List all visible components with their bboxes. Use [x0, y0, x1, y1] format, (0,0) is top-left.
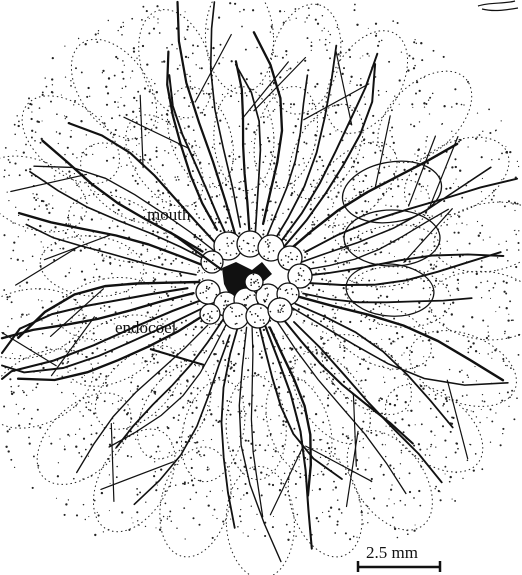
tentacle-outline: [0, 333, 106, 444]
septum-branch: [16, 246, 80, 285]
septum-branch: [429, 137, 458, 209]
septum-branch: [447, 380, 467, 459]
septum-branch: [375, 116, 390, 187]
septum-line: [251, 321, 262, 517]
tentacle-outline: [77, 415, 192, 546]
septum-line: [310, 252, 501, 285]
tentacle-outline: [296, 126, 413, 241]
tentacle-outline: [338, 154, 447, 230]
tentacle-outline: [369, 367, 499, 490]
septum-branch: [336, 50, 352, 125]
scale-bar: 2.5 mm: [358, 543, 440, 572]
edge-fragment: [478, 1, 518, 11]
mouth-label: mouth: [147, 205, 191, 224]
tentacle-outline: [0, 141, 98, 246]
septum-line: [281, 54, 377, 242]
tentacle-outline: [426, 266, 522, 345]
scale-bar-label: 2.5 mm: [366, 543, 418, 562]
tentacle-outline: [330, 415, 450, 546]
tentacle-outline: [275, 439, 375, 567]
septum-branch: [101, 462, 173, 490]
tentacle-outline: [391, 121, 522, 232]
tentacle-outline: [244, 80, 327, 195]
septum-line: [277, 321, 406, 494]
septum-branch: [2, 333, 56, 366]
tentacle-outline: [172, 373, 255, 488]
septum-branch: [270, 448, 302, 515]
septum-line: [258, 320, 342, 479]
septum-line: [281, 317, 413, 444]
tentacle-outline: [224, 374, 288, 481]
tentacle-outline: [428, 193, 522, 280]
mouth-lobe: [268, 298, 292, 322]
septum-line: [211, 2, 241, 227]
tentacle-outline: [80, 330, 197, 445]
endocoel-label: endocoel: [115, 318, 177, 337]
tentacle-outline: [122, 351, 226, 471]
septum-branch: [11, 174, 87, 191]
tentacle-outline: [6, 78, 136, 201]
septum-line: [167, 52, 217, 230]
septum-branch: [409, 136, 436, 206]
tentacle-outline: [321, 165, 441, 266]
septum-branch: [111, 424, 114, 502]
